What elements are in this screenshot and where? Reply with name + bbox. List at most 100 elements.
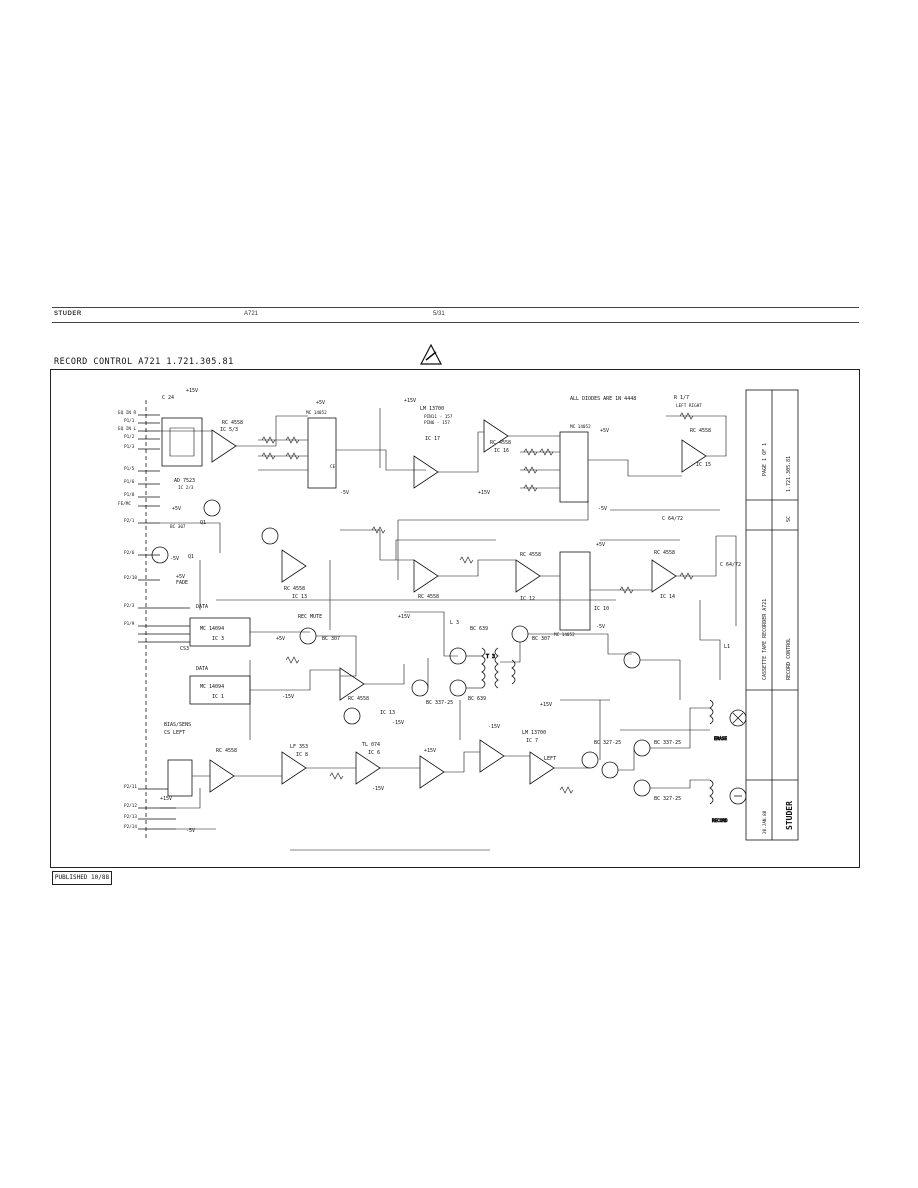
svg-text:-5V: -5V xyxy=(598,506,607,512)
ad7523-ic: AD 7523 IC 2/3 xyxy=(161,417,203,491)
svg-text:C 24: C 24 xyxy=(162,395,174,401)
svg-text:DATA: DATA xyxy=(196,604,208,610)
svg-text:RC 4558: RC 4558 xyxy=(418,594,439,600)
model-label: A721 xyxy=(244,311,259,317)
svg-text:BC 307: BC 307 xyxy=(322,636,340,642)
svg-text:P1/1: P1/1 xyxy=(124,418,135,424)
title-block-section: RECORD CONTROL xyxy=(786,638,792,680)
svg-text:BC 327-25: BC 327-25 xyxy=(654,796,681,802)
svg-text:P2/1: P2/1 xyxy=(124,518,135,524)
svg-text:P2/12: P2/12 xyxy=(124,803,137,809)
svg-text:IC 17: IC 17 xyxy=(425,436,440,442)
svg-text:-5V: -5V xyxy=(596,624,605,630)
svg-text:-5V: -5V xyxy=(340,490,349,496)
svg-text:Q1: Q1 xyxy=(200,520,206,526)
svg-text:P2/6: P2/6 xyxy=(124,550,135,556)
svg-text:RC 4558: RC 4558 xyxy=(216,748,237,754)
title-block-brand: STUDER xyxy=(785,801,794,830)
title-block-code: SC xyxy=(786,516,792,522)
title-block-product: CASSETTE TAPE RECORDER A721 xyxy=(762,599,768,680)
svg-text:BC 307: BC 307 xyxy=(532,636,550,642)
svg-text:IC 13: IC 13 xyxy=(292,594,307,600)
svg-text:LM 13700: LM 13700 xyxy=(522,730,546,736)
svg-text:BC 639: BC 639 xyxy=(470,626,488,632)
svg-text:+15V: +15V xyxy=(540,702,552,708)
svg-text:P2/10: P2/10 xyxy=(124,575,137,581)
svg-text:BIAS/SENS: BIAS/SENS xyxy=(164,722,191,728)
svg-text:IC 1: IC 1 xyxy=(212,694,224,700)
svg-text:+15V: +15V xyxy=(404,398,416,404)
svg-text:MC 14094: MC 14094 xyxy=(200,626,224,632)
channel-note: LEFT RIGHT xyxy=(676,403,702,409)
svg-text:IC 10: IC 10 xyxy=(594,606,609,612)
svg-text:TL 074: TL 074 xyxy=(362,742,380,748)
svg-text:RC 4558: RC 4558 xyxy=(654,550,675,556)
transformer-t3: T 3 xyxy=(481,647,516,689)
page-number: 5/31 xyxy=(433,311,445,317)
svg-text:+5V: +5V xyxy=(596,542,605,548)
svg-text:IC 13: IC 13 xyxy=(380,710,395,716)
warning-triangle-icon xyxy=(420,343,442,365)
svg-text:RC 4558: RC 4558 xyxy=(490,440,511,446)
title-block-page: PAGE 1 OF 1 xyxy=(762,443,768,476)
svg-text:CS LEFT: CS LEFT xyxy=(164,730,185,736)
svg-text:+15V: +15V xyxy=(186,388,198,394)
svg-text:PIN11 - 157: PIN11 - 157 xyxy=(424,414,453,420)
svg-text:AD 7523: AD 7523 xyxy=(174,478,195,484)
svg-text:-15V: -15V xyxy=(372,786,384,792)
svg-text:RECORD: RECORD xyxy=(712,818,728,824)
wiring xyxy=(160,408,737,851)
diodes-note: ALL DIODES ARE 1N 4448 xyxy=(570,396,636,402)
svg-text:EQ IN R: EQ IN R xyxy=(118,410,137,416)
svg-text:BC 327-25: BC 327-25 xyxy=(594,740,621,746)
svg-text:PIN6 - 157: PIN6 - 157 xyxy=(424,420,450,426)
svg-text:Q1: Q1 xyxy=(188,554,194,560)
left-connector-stubs xyxy=(138,414,190,830)
svg-text:RC 4558: RC 4558 xyxy=(520,552,541,558)
svg-text:+15V: +15V xyxy=(424,748,436,754)
component-labels: LM 13700 PIN11 - 157 PIN6 - 157 IC 17 RC… xyxy=(160,388,741,834)
svg-text:RC 4558: RC 4558 xyxy=(348,696,369,702)
svg-text:IC 15: IC 15 xyxy=(696,462,711,468)
schematic-frame xyxy=(50,369,860,868)
svg-text:L 3: L 3 xyxy=(450,620,459,626)
svg-text:L1: L1 xyxy=(724,644,730,650)
title-block-drawing-no: 1.721.305.81 xyxy=(786,456,792,492)
svg-text:T 3: T 3 xyxy=(486,654,495,660)
svg-text:IC 8: IC 8 xyxy=(296,752,308,758)
svg-text:CE: CE xyxy=(330,464,336,470)
svg-text:MC 14052: MC 14052 xyxy=(306,410,327,416)
svg-text:IC 5/3: IC 5/3 xyxy=(220,427,238,433)
svg-text:BC 307: BC 307 xyxy=(170,524,186,530)
svg-text:C 64/72: C 64/72 xyxy=(662,516,683,522)
svg-text:BC 337-25: BC 337-25 xyxy=(426,700,453,706)
svg-text:CS3: CS3 xyxy=(180,646,189,652)
resistors xyxy=(261,412,694,794)
svg-text:+15V: +15V xyxy=(398,614,410,620)
svg-text:IC 16: IC 16 xyxy=(494,448,509,454)
svg-text:+5V: +5V xyxy=(600,428,609,434)
svg-text:RC 4558: RC 4558 xyxy=(690,428,711,434)
brand-logo: STUDER xyxy=(54,311,82,317)
mux-ic-boxes: MC 14052 MC 14052 MC 14052 MC 14094 IC 3… xyxy=(167,410,591,797)
svg-text:FADE: FADE xyxy=(176,580,188,586)
svg-text:ERASE: ERASE xyxy=(714,736,727,742)
schematic-title: RECORD CONTROL A721 1.721.305.81 xyxy=(54,357,234,367)
svg-text:BC 337-25: BC 337-25 xyxy=(654,740,681,746)
svg-text:BC 639: BC 639 xyxy=(468,696,486,702)
svg-text:P1/9: P1/9 xyxy=(124,621,135,627)
svg-text:-15V: -15V xyxy=(392,720,404,726)
header-top-rule xyxy=(52,307,859,308)
svg-text:RC 4558: RC 4558 xyxy=(222,420,243,426)
svg-text:MC 14094: MC 14094 xyxy=(200,684,224,690)
svg-text:P1/5: P1/5 xyxy=(124,466,135,472)
svg-text:LF 353: LF 353 xyxy=(290,744,308,750)
svg-text:P2/3: P2/3 xyxy=(124,603,135,609)
svg-text:-15V: -15V xyxy=(488,724,500,730)
svg-text:P2/11: P2/11 xyxy=(124,784,137,790)
title-block xyxy=(745,389,799,841)
svg-text:RC 4558: RC 4558 xyxy=(284,586,305,592)
svg-text:P1/6: P1/6 xyxy=(124,479,135,485)
svg-text:+15V: +15V xyxy=(478,490,490,496)
svg-text:LM 13700: LM 13700 xyxy=(420,406,444,412)
